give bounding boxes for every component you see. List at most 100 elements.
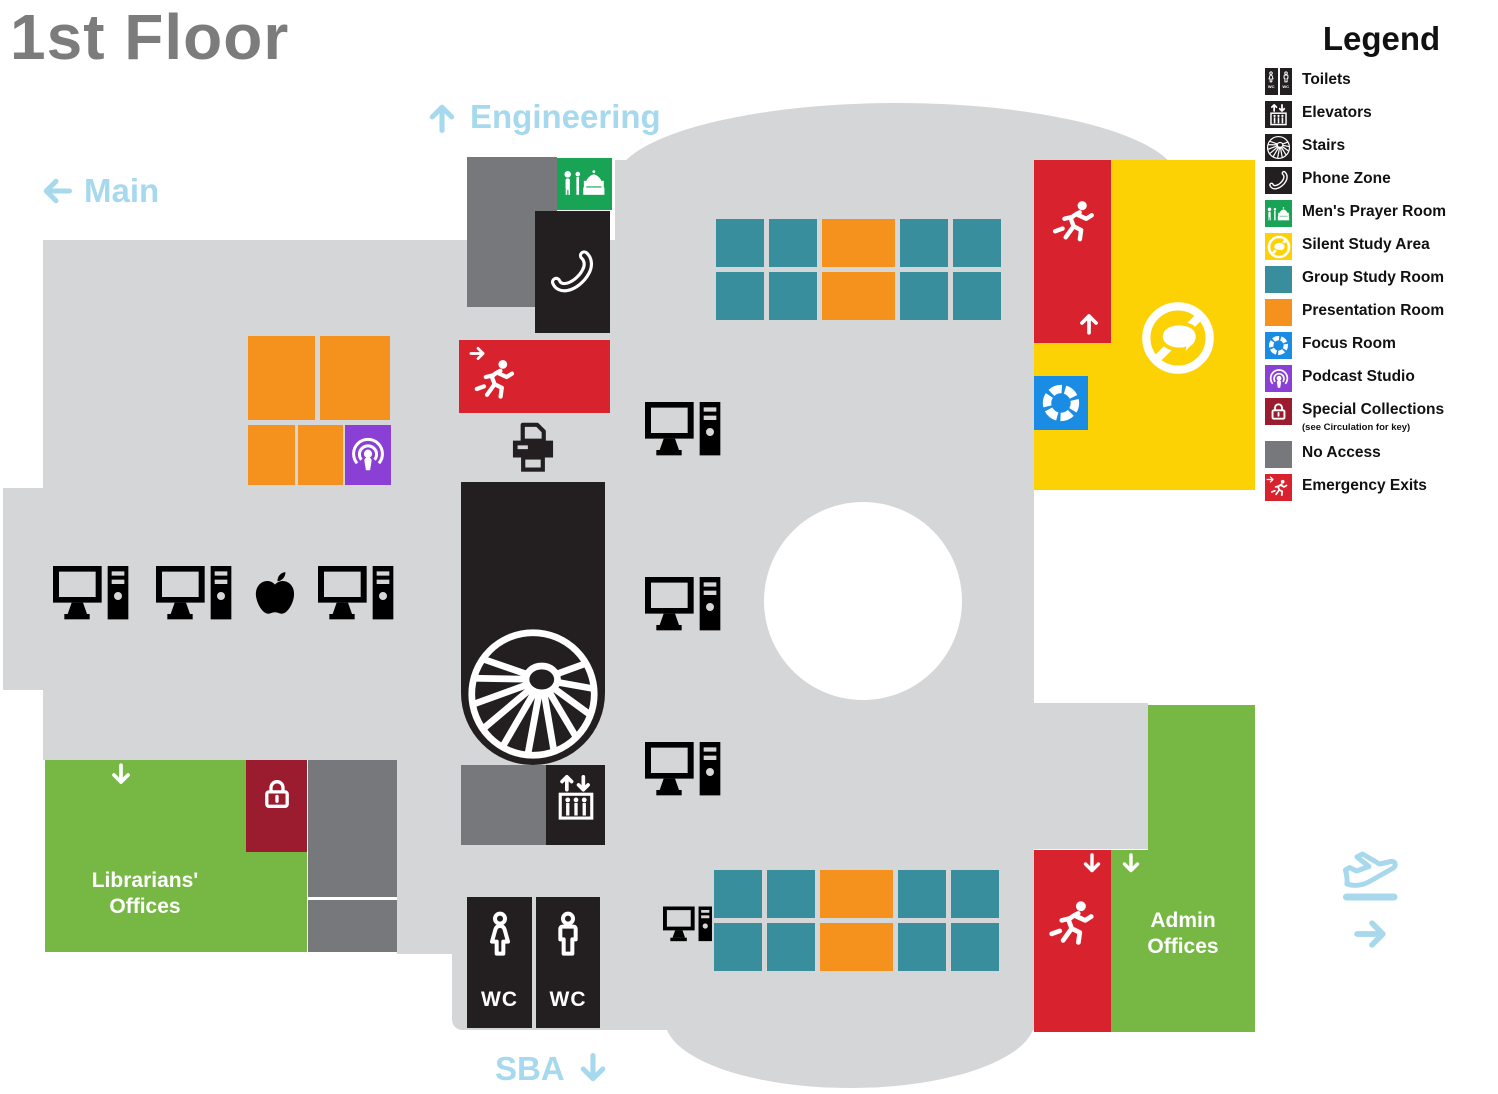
emergency-exit-silent-study xyxy=(1034,160,1111,343)
computer-icon xyxy=(318,566,398,626)
study-room-grid-top xyxy=(716,219,1001,320)
legend-item-presentation: Presentation Room xyxy=(1265,299,1498,326)
arrow-down-icon xyxy=(575,1051,611,1087)
presentation-room xyxy=(298,425,343,485)
group-study-room xyxy=(769,219,817,267)
presentation-room xyxy=(248,336,315,420)
librarians-offices-label: Librarians' Offices xyxy=(91,869,199,919)
running-person-icon xyxy=(1265,473,1292,501)
admin-offices xyxy=(1148,705,1255,851)
group-study-swatch xyxy=(1265,266,1292,293)
phone-icon xyxy=(546,246,598,298)
legend-item-focus-room: Focus Room xyxy=(1265,332,1498,359)
elevator-block xyxy=(546,765,605,845)
presentation-room xyxy=(822,272,895,320)
group-study-room xyxy=(769,272,817,320)
elevator-icon xyxy=(1265,101,1292,128)
admin-offices: Admin Offices xyxy=(1111,850,1255,1032)
legend-title: Legend xyxy=(1322,20,1441,57)
computer-icon xyxy=(663,906,715,946)
podcast-icon xyxy=(1265,365,1292,392)
nav-sba: SBA xyxy=(495,1050,611,1088)
legend-panel: Legend WC WC Toilets Elevators Stairs xyxy=(1265,20,1498,507)
podcast-icon xyxy=(349,436,387,474)
group-study-room xyxy=(898,870,946,918)
admin-offices-label: Admin Offices xyxy=(1147,909,1219,959)
legend-item-prayer-room: Men's Prayer Room xyxy=(1265,200,1498,227)
nav-engineering: Engineering xyxy=(424,98,661,136)
group-study-room xyxy=(953,219,1001,267)
arrow-up-icon xyxy=(1076,310,1102,336)
no-access-area-offices xyxy=(308,760,397,897)
phone-zone xyxy=(535,211,610,333)
wc-label: WC xyxy=(481,988,518,1011)
computer-icon xyxy=(645,577,725,637)
printer-icon xyxy=(505,422,561,478)
spiral-stairs-icon xyxy=(1265,134,1292,161)
presentation-room xyxy=(822,219,895,267)
elevator-icon xyxy=(554,773,598,821)
group-study-room xyxy=(900,272,948,320)
computer-icon xyxy=(645,742,725,802)
airport-direction xyxy=(1336,840,1412,954)
legend-item-emergency-exits: Emergency Exits xyxy=(1265,473,1498,501)
nav-engineering-label: Engineering xyxy=(470,98,661,135)
legend-item-elevators: Elevators xyxy=(1265,101,1498,128)
emergency-exit-center xyxy=(459,340,610,413)
group-study-room xyxy=(767,870,815,918)
apple-mac-icon xyxy=(250,570,300,620)
prayer-room-icon xyxy=(1265,200,1292,227)
legend-item-podcast: Podcast Studio xyxy=(1265,365,1498,392)
group-study-room xyxy=(898,923,946,971)
aperture-icon xyxy=(1265,332,1292,359)
podcast-studio xyxy=(345,425,391,485)
focus-room xyxy=(1034,376,1088,430)
group-study-room xyxy=(951,870,999,918)
legend-item-toilets: WC WC Toilets xyxy=(1265,68,1498,95)
presentation-room xyxy=(820,923,893,971)
group-study-room xyxy=(716,219,764,267)
group-study-room xyxy=(900,219,948,267)
computer-icon xyxy=(53,566,133,626)
group-study-room xyxy=(716,272,764,320)
emergency-exit-admin xyxy=(1034,850,1111,1032)
legend-item-stairs: Stairs xyxy=(1265,134,1498,161)
lock-icon xyxy=(1265,398,1292,425)
page-title: 1st Floor xyxy=(10,1,290,73)
arrow-left-icon xyxy=(38,173,74,209)
phone-icon xyxy=(1265,167,1292,194)
no-access-area-offices xyxy=(308,900,397,952)
legend-item-special-collections: Special Collections (see Circulation for… xyxy=(1265,398,1498,435)
legend-item-silent-study: Silent Study Area xyxy=(1265,233,1498,260)
group-study-room xyxy=(714,870,762,918)
legend-item-group-study: Group Study Room xyxy=(1265,266,1498,293)
nav-main: Main xyxy=(38,172,159,210)
computer-icon xyxy=(645,402,725,462)
lock-icon xyxy=(259,776,295,812)
running-person-icon xyxy=(470,357,518,407)
presentation-room xyxy=(820,870,893,918)
presentation-swatch xyxy=(1265,299,1292,326)
toilet-men: WC xyxy=(536,897,600,1028)
arrow-down-icon xyxy=(1119,852,1143,876)
arrow-right-icon xyxy=(1352,914,1392,954)
running-person-icon xyxy=(1048,198,1098,250)
no-access-area-stairs xyxy=(461,765,546,845)
group-study-room xyxy=(951,923,999,971)
no-chat-icon xyxy=(1140,300,1216,376)
toilet-female-icon: WC xyxy=(1265,68,1278,95)
arrow-up-icon xyxy=(424,99,460,135)
toilet-male-icon: WC xyxy=(1279,68,1292,95)
toilet-women: WC xyxy=(467,897,532,1028)
group-study-room xyxy=(953,272,1001,320)
mens-prayer-room xyxy=(557,158,612,210)
presentation-room xyxy=(320,336,390,420)
running-person-icon xyxy=(1044,898,1098,954)
spiral-stairs-icon xyxy=(463,624,603,764)
study-room-grid-bottom xyxy=(714,870,999,971)
special-collections xyxy=(246,760,307,852)
male-figure-icon xyxy=(548,911,588,961)
group-study-room xyxy=(767,923,815,971)
nav-sba-label: SBA xyxy=(495,1050,565,1087)
